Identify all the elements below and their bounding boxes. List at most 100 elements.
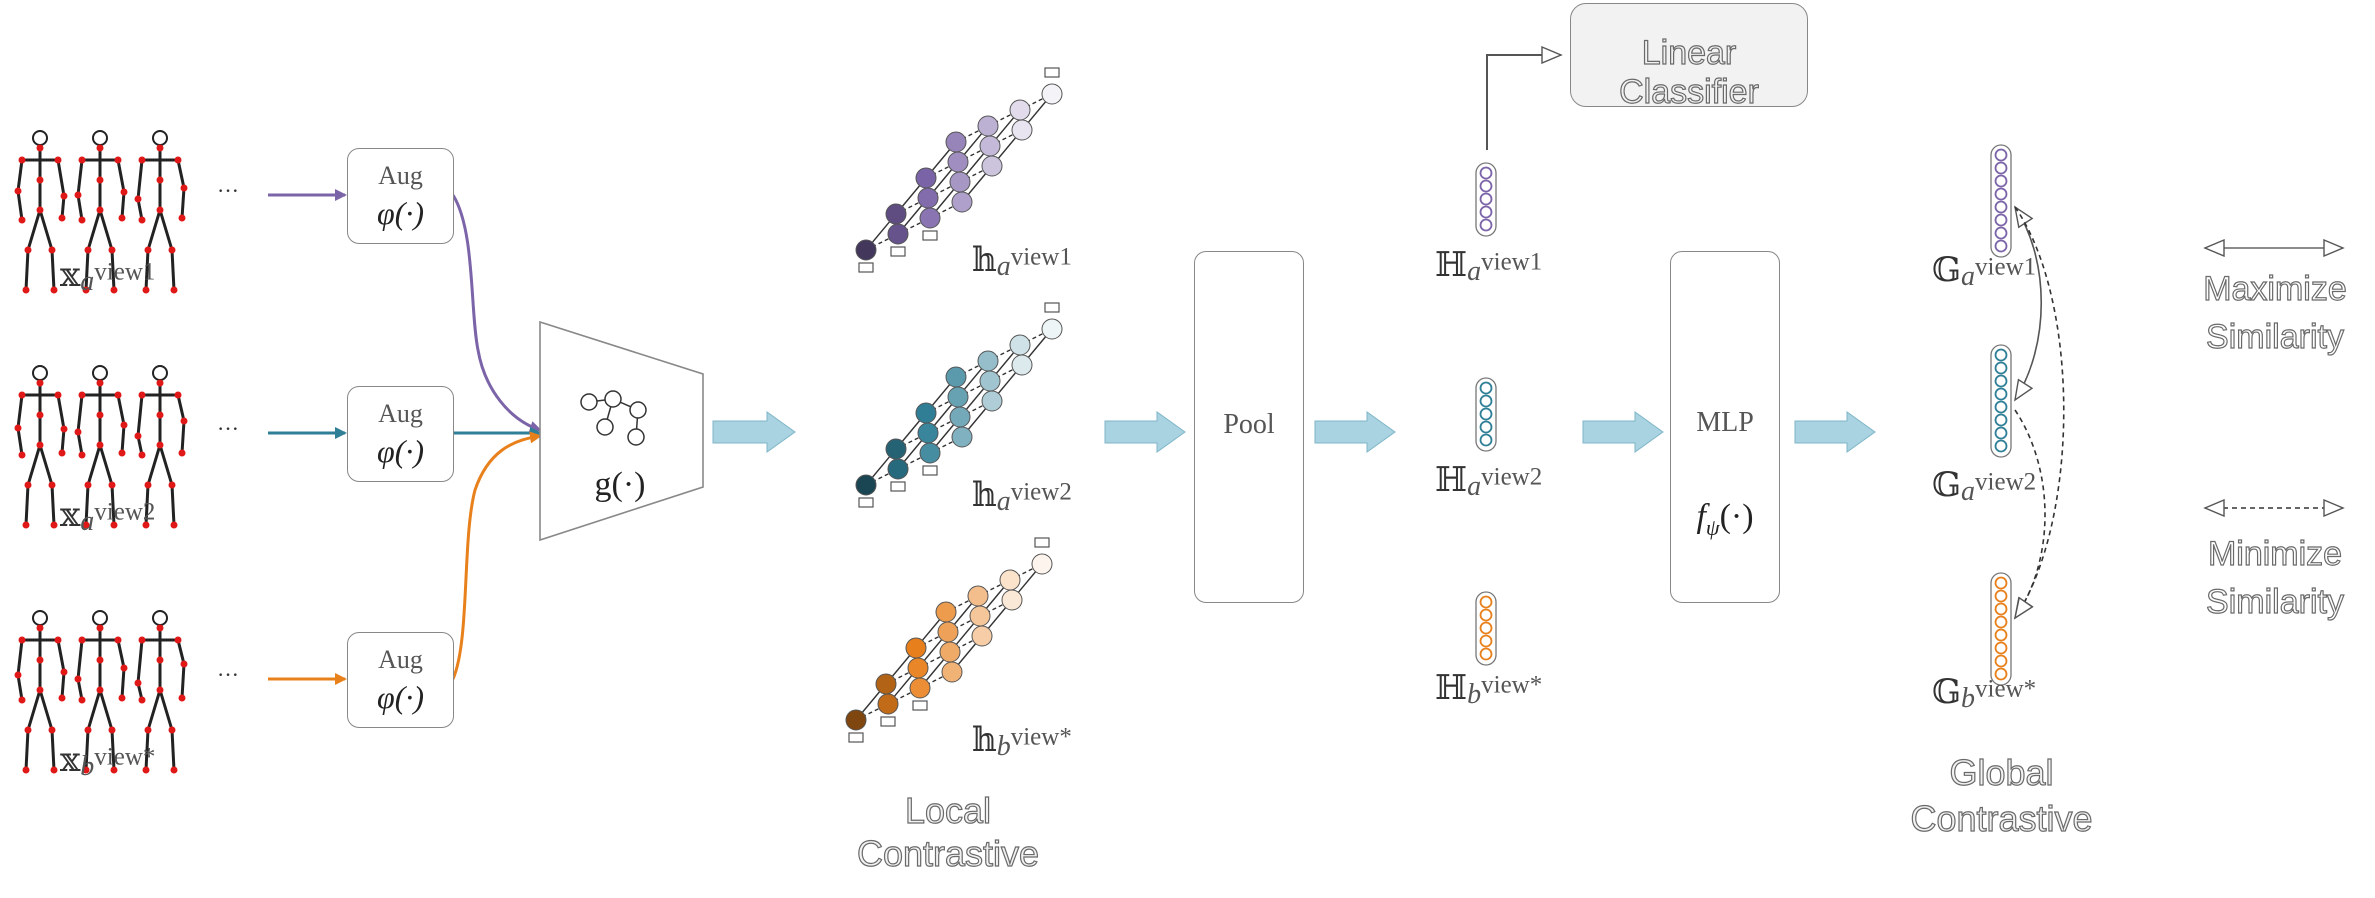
lattice-node [917,187,939,209]
global-symbol: 𝔾 [1932,250,1962,290]
lattice-node [939,641,961,663]
pooled-subscript: b [1467,679,1482,711]
ellipsis-viewstar: ··· [217,662,239,687]
pooled-subscript: a [1467,471,1482,503]
local-title-line1: Local [904,789,992,831]
lattice-node [875,673,897,695]
column-node [1479,407,1493,421]
column-node [1479,647,1493,661]
local-label-view1: 𝕙aview1 [972,240,1092,283]
column-node [1479,634,1493,648]
lattice-node [1009,334,1031,356]
minimize-arc-2 [2015,409,2046,618]
local-label-view2: 𝕙aview2 [972,475,1092,518]
lattice-marker [858,262,874,273]
local-symbol: 𝕙 [972,475,997,515]
input-label-viewstar: 𝕩bview* [60,740,220,783]
lattice-node [1011,119,1033,141]
lattice-node [981,155,1003,177]
local-superscript: view1 [1010,243,1072,271]
global-label-view1: 𝔾aview1 [1932,250,2072,293]
lattice-node [1011,354,1033,376]
linear-classifier-box: Linear Classifier [1570,3,1808,112]
mlp-func-symbol: f [1696,498,1706,535]
column-node [1479,394,1493,408]
lattice-node [877,693,899,715]
minimize-legend-line2: Similarity [2205,582,2344,621]
local-title-line2: Contrastive [856,832,1040,874]
lattice-marker [912,700,928,711]
local-symbol: 𝕙 [972,240,997,280]
column-node [1479,608,1493,622]
lattice-node [885,203,907,225]
lattice-node [941,661,963,683]
maximize-legend-line2: Similarity [2205,317,2344,356]
graph-icon [580,390,647,446]
input-label-view2: 𝕩aview2 [60,495,220,538]
orange-curve-arrow [451,431,542,680]
lattice-view2 [855,302,1063,508]
skeleton-sequences [14,130,188,774]
lattice-node [915,402,937,424]
column-node [1994,161,2008,175]
lattice-node [887,223,909,245]
mlp-function: fψ(·) [1671,498,1779,541]
lattice-marker [880,716,896,727]
input-subscript: a [80,266,95,298]
global-label-viewstar: 𝔾bview* [1932,672,2072,715]
maximize-arc [2015,207,2042,400]
global-subscript: a [1961,261,1976,293]
column-node [1479,192,1493,206]
arrow-to-global [1794,411,1876,453]
lattice-node [999,569,1021,591]
skeleton-icon [134,130,188,294]
global-title-line2: Contrastive [1910,797,2093,839]
column-node [1479,595,1493,609]
lattice-marker [858,497,874,508]
skeleton-icon [134,365,188,529]
linear-classifier-label: Linear Classifier [1618,33,1759,111]
column-node [1479,205,1493,219]
pooled-column-viewstar [1475,591,1497,666]
local-superscript: view2 [1010,478,1072,506]
lattice-view1 [855,67,1063,273]
lattice-node [951,426,973,448]
local-subscript: b [996,731,1011,763]
lattice-node [919,442,941,464]
lattice-node [979,135,1001,157]
column-node [1479,381,1493,395]
column-node [1994,361,2008,375]
column-node [1994,374,2008,388]
column-node [1479,179,1493,193]
arrow-to-local [712,411,796,453]
lattice-node [1041,83,1063,105]
arrow-to-pooled [1314,411,1396,453]
lattice-node [909,677,931,699]
global-subscript: b [1961,683,1976,715]
lattice-node [949,406,971,428]
lattice-marker [890,246,906,257]
lattice-node [905,637,927,659]
aug-function: φ(·) [376,195,424,231]
aug-label: Aug [378,161,423,190]
lattice-node [845,709,867,731]
pooled-label-view2: ℍaview2 [1435,460,1565,503]
global-symbol: 𝔾 [1932,465,1962,505]
lattice-node [977,115,999,137]
encoder-label: g(·) [594,466,646,503]
lattice-node [951,191,973,213]
pool-box: Pool [1194,251,1304,603]
column-node [1994,187,2008,201]
input-symbol: 𝕩 [60,495,81,535]
column-node [1994,667,2008,681]
column-node [1994,615,2008,629]
global-column-view2 [1990,344,2012,458]
lattice-node [1009,99,1031,121]
column-node [1994,641,2008,655]
lattice-node [949,171,971,193]
lattice-marker [1034,537,1050,548]
lattice-node [1031,553,1053,575]
ellipsis-view2: ··· [217,416,239,441]
pooled-column-view1 [1475,162,1497,237]
mlp-box: MLP fψ(·) [1670,251,1780,603]
